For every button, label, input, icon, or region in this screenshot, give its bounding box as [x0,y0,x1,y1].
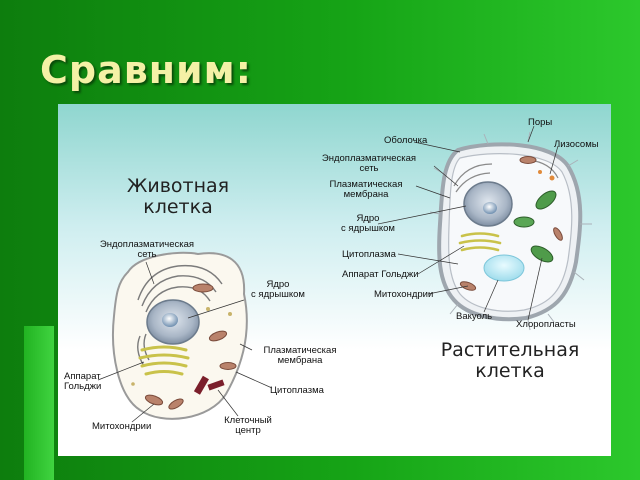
animal-er-icon [137,264,223,367]
plant-label-lysosomes: Лизосомы [554,139,599,150]
animal-heading-line2: клетка [143,196,213,218]
animal-label-cell-center: Клеточный центр [224,415,272,436]
animal-label-cytoplasm: Цитоплазма [270,385,324,396]
animal-cell [97,251,273,423]
animal-cell-center-icon [193,375,225,395]
animal-leader-lines [97,261,273,423]
decorative-strip [24,326,54,480]
animal-label-er: Эндоплазматическая сеть [99,239,195,260]
plant-label-er: Эндоплазматическая сеть [321,153,417,174]
plant-heading-line2: клетка [475,360,545,382]
plant-label-mitochondria: Митохондрии [374,289,434,300]
cell-illustrations [97,125,592,423]
plant-pores-icon [429,131,592,331]
plant-cell [377,125,592,331]
animal-label-mitochondria: Митохондрии [92,421,152,432]
animal-heading-line1: Животная [126,175,230,197]
animal-label-nucleus: Ядро с ядрышком [251,279,305,300]
plant-label-nucleus: Ядро с ядрышком [341,213,395,234]
slide-title: Сравним: [40,48,252,92]
animal-cell-heading: Животная клетка [116,176,240,218]
plant-label-vacuole: Вакуоль [456,311,493,322]
cell-comparison-diagram: Животная клетка Эндоплазматическая сеть … [58,104,611,456]
plant-golgi-icon [458,232,502,252]
plant-label-chloroplasts: Хлоропласты [516,319,576,330]
plant-nucleolus-icon [483,202,497,214]
plant-leader-lines [377,125,559,321]
plant-label-wall: Оболочка [384,135,428,146]
plant-vacuole-icon [483,254,525,282]
plant-label-pores: Поры [528,117,553,128]
plant-chloroplasts-icon [513,190,557,263]
plant-lysosomes-icon [538,170,555,181]
animal-mitochondria-icon [144,283,237,410]
animal-label-membrane: Плазматическая мембрана [263,345,337,366]
plant-label-membrane: Плазматическая мембрана [329,179,403,200]
animal-vesicles-icon [131,307,232,386]
plant-heading-line1: Растительная [440,339,580,361]
animal-nucleolus-icon [162,313,178,327]
plant-label-cytoplasm: Цитоплазма [342,249,396,260]
animal-golgi-icon [138,345,190,376]
plant-cell-heading: Растительная клетка [420,340,600,382]
animal-label-golgi: Аппарат Гольджи [64,371,102,392]
plant-label-golgi: Аппарат Гольджи [342,269,419,280]
